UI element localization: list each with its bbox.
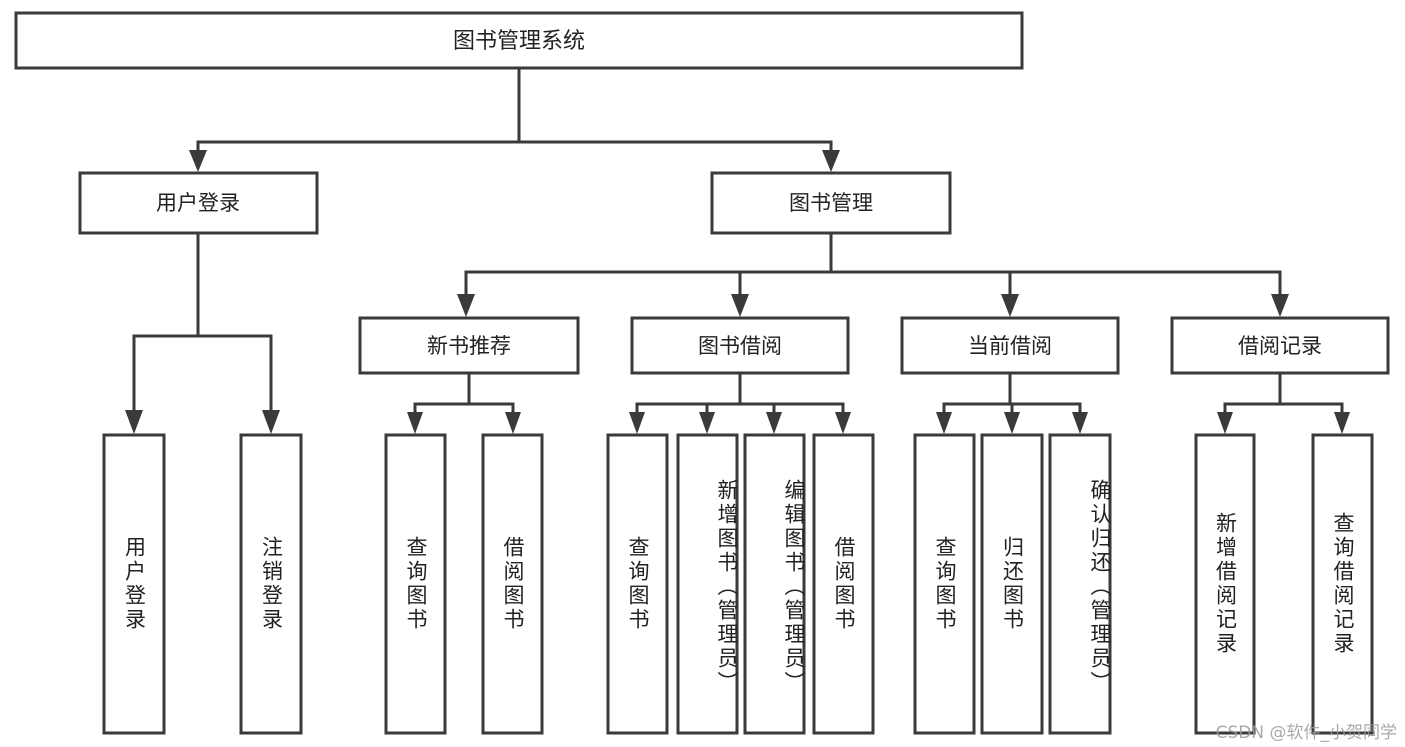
arrow-to-borrow-record bbox=[1271, 294, 1289, 317]
connector-group-current-borrow bbox=[936, 371, 1088, 434]
connector-group-book-manage bbox=[457, 231, 1289, 317]
arrow-root-to-book-manage bbox=[822, 150, 840, 172]
node-user-login[interactable]: 用户登录 bbox=[78, 171, 319, 235]
arrow-to-leaf-query-book-2 bbox=[629, 412, 645, 434]
node-borrow-record[interactable]: 借阅记录 bbox=[1170, 316, 1390, 375]
connector-group-new-book-recommend bbox=[407, 371, 521, 434]
node-book-manage-box[interactable] bbox=[710, 171, 952, 235]
node-leaf-add-record-box[interactable] bbox=[1194, 433, 1256, 735]
node-leaf-query-record-box[interactable] bbox=[1311, 433, 1374, 735]
node-leaf-logout-box[interactable] bbox=[239, 433, 303, 735]
node-leaf-query-book-3-box[interactable] bbox=[913, 433, 976, 735]
node-user-login-box[interactable] bbox=[78, 171, 319, 235]
node-new-book-recommend-label: 新书推荐 bbox=[427, 334, 511, 358]
arrow-to-leaf-edit-book bbox=[766, 412, 782, 434]
arrow-to-leaf-confirm-return bbox=[1072, 412, 1088, 434]
node-leaf-edit-book-box[interactable] bbox=[743, 433, 806, 735]
node-leaf-user-login-box[interactable] bbox=[102, 433, 166, 735]
node-leaf-add-book-box[interactable] bbox=[676, 433, 739, 735]
arrow-to-leaf-logout bbox=[262, 410, 280, 434]
arrow-to-leaf-query-book-3 bbox=[936, 412, 952, 434]
csdn-watermark: CSDN @软件_小贺同学 bbox=[1215, 723, 1397, 743]
arrow-to-leaf-return-book bbox=[1004, 412, 1020, 434]
connector-group-book-borrow bbox=[629, 371, 851, 434]
arrow-to-leaf-user-login bbox=[125, 410, 143, 434]
arrow-to-leaf-add-book bbox=[699, 412, 715, 434]
node-borrow-record-label: 借阅记录 bbox=[1238, 334, 1322, 358]
node-leaf-query-book-2-box[interactable] bbox=[606, 433, 669, 735]
node-leaf-confirm-return-box[interactable] bbox=[1048, 433, 1112, 735]
node-root-label: 图书管理系统 bbox=[453, 29, 585, 54]
node-new-book-recommend[interactable]: 新书推荐 bbox=[358, 316, 580, 375]
node-current-borrow-box[interactable] bbox=[900, 316, 1120, 375]
connector-group-borrow-record bbox=[1217, 371, 1350, 434]
node-book-manage[interactable]: 图书管理 bbox=[710, 171, 952, 235]
node-book-manage-label: 图书管理 bbox=[789, 191, 873, 215]
node-current-borrow[interactable]: 当前借阅 bbox=[900, 316, 1120, 375]
node-current-borrow-label: 当前借阅 bbox=[968, 334, 1052, 358]
connector-group-root bbox=[189, 66, 840, 172]
node-leaf-query-book-1-box[interactable] bbox=[384, 433, 447, 735]
node-user-login-label: 用户登录 bbox=[156, 191, 240, 215]
node-book-borrow-box[interactable] bbox=[630, 316, 850, 375]
node-book-borrow-label: 图书借阅 bbox=[698, 334, 782, 358]
arrow-root-to-user-login bbox=[189, 150, 207, 172]
arrow-to-leaf-borrow-book-1 bbox=[505, 412, 521, 434]
node-book-borrow[interactable]: 图书借阅 bbox=[630, 316, 850, 375]
leaf-boxes bbox=[102, 433, 1374, 735]
node-leaf-return-book-box[interactable] bbox=[980, 433, 1044, 735]
node-root[interactable]: 图书管理系统 bbox=[14, 11, 1024, 70]
arrow-to-current-borrow bbox=[1001, 294, 1019, 317]
node-root-box[interactable] bbox=[14, 11, 1024, 70]
node-leaf-borrow-book-1-box[interactable] bbox=[481, 433, 544, 735]
node-new-book-recommend-box[interactable] bbox=[358, 316, 580, 375]
arrow-to-leaf-query-record bbox=[1334, 412, 1350, 434]
arrow-to-new-book-recommend bbox=[457, 294, 475, 317]
arrow-to-book-borrow bbox=[731, 294, 749, 317]
node-leaf-borrow-book-2-box[interactable] bbox=[812, 433, 875, 735]
arrow-to-leaf-add-record bbox=[1217, 412, 1233, 434]
connector-group-user-login bbox=[125, 231, 280, 434]
arrow-to-leaf-borrow-book-2 bbox=[835, 412, 851, 434]
arrow-to-leaf-query-book-1 bbox=[407, 412, 423, 434]
node-borrow-record-box[interactable] bbox=[1170, 316, 1390, 375]
